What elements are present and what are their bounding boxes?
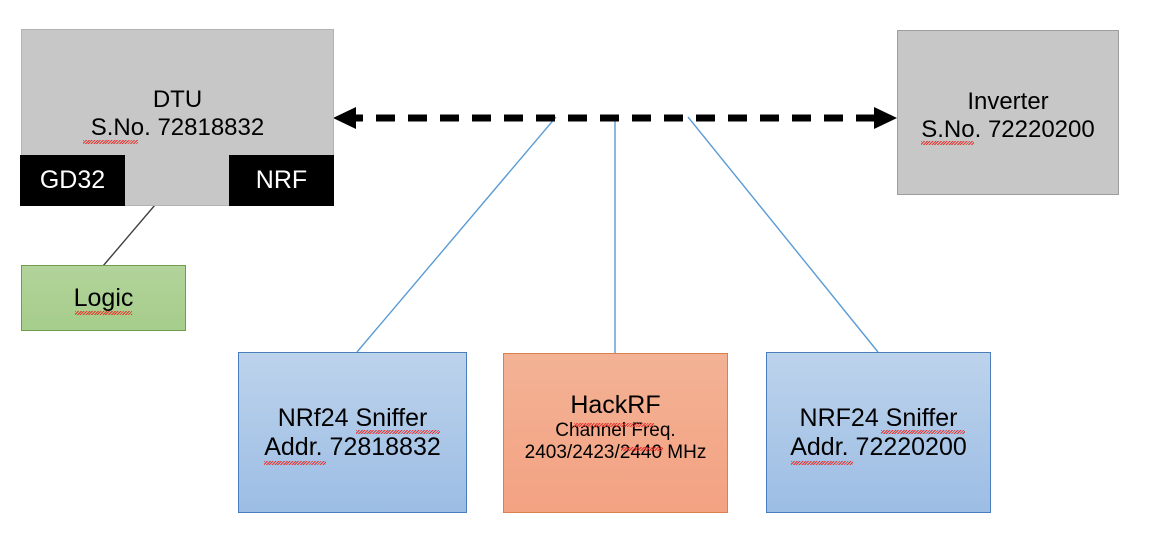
sniffer-left-tap-line <box>356 116 557 353</box>
hackrf-box[interactable]: HackRF Channel Freq. 2403/2423/2440 MHz <box>503 353 728 513</box>
nrf-label: NRF <box>255 166 308 194</box>
sniffer-right-title: NRF24 Sniffer <box>799 403 958 432</box>
logic-label: Logic <box>73 283 134 312</box>
hackrf-frequencies: 2403/2423/2440 MHz <box>524 442 707 464</box>
gd32-chip-box[interactable]: GD32 <box>20 155 125 206</box>
dtu-title: DTU <box>152 86 203 113</box>
sniffer-right-addr: Addr. 72220200 <box>790 432 967 461</box>
gd32-label: GD32 <box>39 166 106 194</box>
logic-analyzer-box[interactable]: Logic <box>21 265 186 331</box>
inverter-title: Inverter <box>967 88 1049 115</box>
hackrf-title: HackRF <box>570 391 661 419</box>
nrf-chip-box[interactable]: NRF <box>229 155 334 206</box>
rf-link-arrow <box>333 107 897 129</box>
hackrf-channel-label: Channel Freq. <box>555 420 676 441</box>
dtu-serial: S.No. 72818832 <box>90 113 265 141</box>
inverter-serial: S.No. 72220200 <box>921 115 1095 143</box>
inverter-device-box[interactable]: Inverter S.No. 72220200 <box>897 30 1119 195</box>
sniffer-left-addr: Addr. 72818832 <box>264 432 441 461</box>
nrf24-sniffer-left-box[interactable]: NRf24 Sniffer Addr. 72818832 <box>238 352 467 513</box>
sniffer-left-title: NRf24 Sniffer <box>277 403 428 432</box>
nrf24-sniffer-right-box[interactable]: NRF24 Sniffer Addr. 72220200 <box>766 352 991 513</box>
sniffer-right-tap-line <box>687 116 879 353</box>
